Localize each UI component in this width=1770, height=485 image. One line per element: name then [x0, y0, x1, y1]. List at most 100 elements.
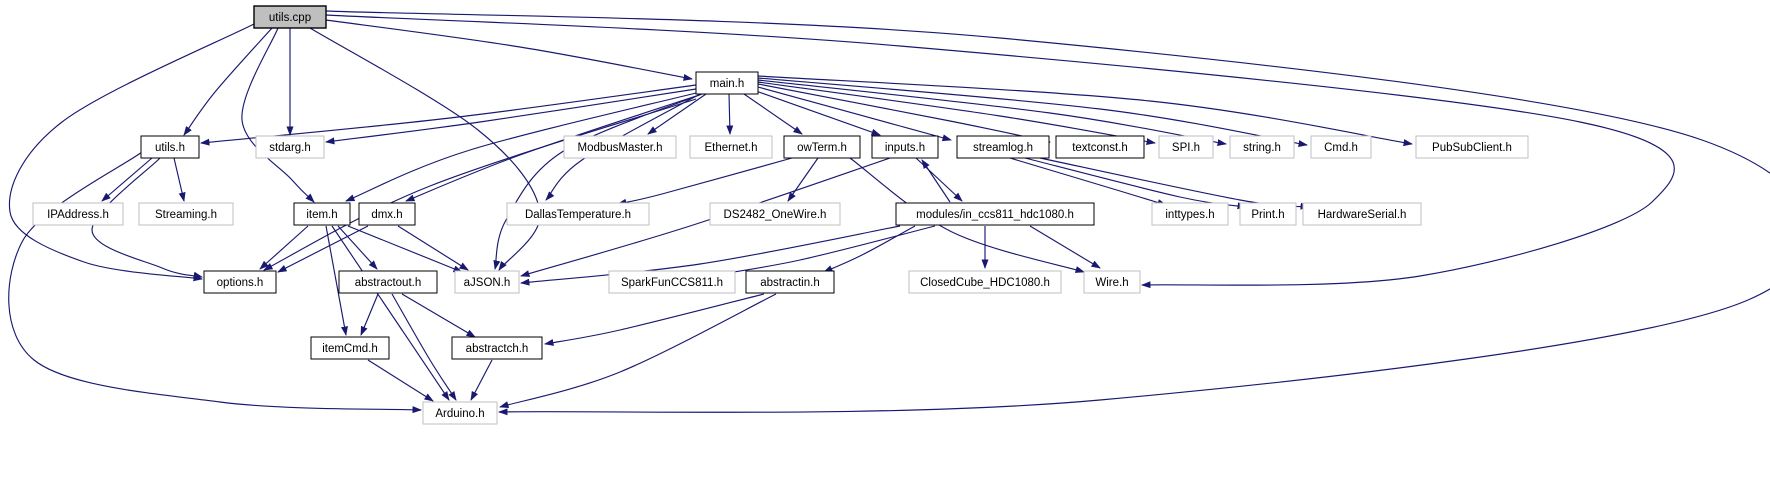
node-label-sparkfunccs811_h: SparkFunCCS811.h: [621, 277, 723, 289]
node-box-arduino_h[interactable]: [422, 401, 498, 425]
edge-modules_ccs811_h-to-inputs_h: [921, 159, 951, 203]
edge-main_h-to-string_h: [757, 79, 1227, 146]
node-abstractin_h[interactable]: abstractin.h: [745, 270, 835, 294]
node-sparkfunccs811_h[interactable]: SparkFunCCS811.h: [608, 270, 736, 294]
edge-utils_h-to-options_h: [91, 157, 203, 279]
node-label-ipaddress_h: IPAddress.h: [47, 209, 109, 221]
node-box-abstractch_h[interactable]: [451, 336, 543, 360]
node-closedcube_h[interactable]: ClosedCube_HDC1080.h: [908, 270, 1062, 294]
node-box-closedcube_h[interactable]: [908, 270, 1062, 294]
edge-utils_cpp-to-wire_h: [325, 14, 1675, 289]
node-label-abstractout_h: abstractout.h: [355, 277, 421, 289]
node-box-inputs_h[interactable]: [871, 135, 939, 159]
node-box-wire_h[interactable]: [1083, 270, 1141, 294]
edge-utils_h-to-streaming_h: [173, 157, 186, 202]
edge-owterm_h-to-dallastemp_h: [617, 157, 793, 206]
node-box-itemcmd_h[interactable]: [310, 336, 390, 360]
node-box-abstractout_h[interactable]: [338, 270, 438, 294]
node-textconst_h[interactable]: textconst.h: [1055, 135, 1145, 159]
node-dmx_h[interactable]: dmx.h: [358, 202, 416, 226]
node-owterm_h[interactable]: owTerm.h: [783, 135, 861, 159]
node-label-cmd_h: Cmd.h: [1324, 142, 1358, 154]
node-inputs_h[interactable]: inputs.h: [871, 135, 939, 159]
node-box-options_h[interactable]: [203, 270, 277, 294]
edge-utils_cpp-to-ajson_h: [309, 27, 541, 271]
node-options_h[interactable]: options.h: [203, 270, 277, 294]
edge-main_h-to-ajson_h: [493, 93, 703, 270]
node-utils_cpp[interactable]: utils.cpp: [253, 5, 327, 29]
node-modules_ccs811_h[interactable]: modules/in_ccs811_hdc1080.h: [895, 202, 1095, 226]
edge-itemcmd_h-to-arduino_h: [367, 359, 434, 402]
node-label-hardwareserial_h: HardwareSerial.h: [1318, 209, 1407, 221]
edge-abstractch_h-to-arduino_h: [470, 359, 493, 401]
edge-inputs_h-to-ajson_h: [520, 157, 891, 277]
node-pubsubclient_h[interactable]: PubSubClient.h: [1415, 135, 1529, 159]
node-main_h[interactable]: main.h: [695, 71, 759, 95]
node-box-main_h[interactable]: [695, 71, 759, 95]
node-box-utils_h[interactable]: [140, 135, 200, 159]
node-box-modules_ccs811_h[interactable]: [895, 202, 1095, 226]
node-box-owterm_h[interactable]: [783, 135, 861, 159]
node-box-ipaddress_h[interactable]: [32, 202, 124, 226]
node-box-print_h[interactable]: [1239, 202, 1297, 226]
node-box-ajson_h[interactable]: [454, 270, 520, 294]
node-label-inputs_h: inputs.h: [885, 142, 925, 154]
node-box-dallastemp_h[interactable]: [506, 202, 650, 226]
node-box-spi_h[interactable]: [1158, 135, 1214, 159]
node-itemcmd_h[interactable]: itemCmd.h: [310, 336, 390, 360]
node-print_h[interactable]: Print.h: [1239, 202, 1297, 226]
node-box-modbusmaster_h[interactable]: [563, 135, 677, 159]
node-label-spi_h: SPI.h: [1172, 142, 1200, 154]
node-cmd_h[interactable]: Cmd.h: [1310, 135, 1372, 159]
node-dallastemp_h[interactable]: DallasTemperature.h: [506, 202, 650, 226]
edge-item_h-to-abstractout_h: [337, 225, 378, 270]
edge-modules_ccs811_h-to-abstractin_h: [823, 225, 916, 273]
node-ds2482_h[interactable]: DS2482_OneWire.h: [709, 202, 841, 226]
edge-main_h-to-pubsubclient_h: [757, 75, 1413, 147]
node-box-item_h[interactable]: [293, 202, 351, 226]
node-spi_h[interactable]: SPI.h: [1158, 135, 1214, 159]
edge-main_h-to-cmd_h: [757, 77, 1308, 147]
node-inttypes_h[interactable]: inttypes.h: [1151, 202, 1229, 226]
node-box-cmd_h[interactable]: [1310, 135, 1372, 159]
node-box-hardwareserial_h[interactable]: [1302, 202, 1422, 226]
edge-main_h-to-owterm_h: [743, 93, 803, 135]
node-box-stdarg_h[interactable]: [255, 135, 325, 159]
node-box-utils_cpp[interactable]: [253, 5, 327, 29]
node-label-ajson_h: aJSON.h: [464, 277, 511, 289]
node-utils_h[interactable]: utils.h: [140, 135, 200, 159]
node-item_h[interactable]: item.h: [293, 202, 351, 226]
edge-utils_cpp-to-utils_h: [183, 27, 273, 136]
node-box-dmx_h[interactable]: [358, 202, 416, 226]
node-box-streaming_h[interactable]: [138, 202, 234, 226]
node-box-textconst_h[interactable]: [1055, 135, 1145, 159]
node-box-ds2482_h[interactable]: [709, 202, 841, 226]
node-box-abstractin_h[interactable]: [745, 270, 835, 294]
node-wire_h[interactable]: Wire.h: [1083, 270, 1141, 294]
node-ajson_h[interactable]: aJSON.h: [454, 270, 520, 294]
node-abstractout_h[interactable]: abstractout.h: [338, 270, 438, 294]
node-label-string_h: string.h: [1243, 142, 1281, 154]
node-abstractch_h[interactable]: abstractch.h: [451, 336, 543, 360]
edge-item_h-to-itemcmd_h: [325, 225, 348, 336]
node-box-string_h[interactable]: [1229, 135, 1295, 159]
node-streamlog_h[interactable]: streamlog.h: [956, 135, 1050, 159]
node-stdarg_h[interactable]: stdarg.h: [255, 135, 325, 159]
node-box-ethernet_h[interactable]: [689, 135, 773, 159]
node-ipaddress_h[interactable]: IPAddress.h: [32, 202, 124, 226]
edge-item_h-to-ajson_h: [347, 225, 463, 273]
node-box-streamlog_h[interactable]: [956, 135, 1050, 159]
node-box-inttypes_h[interactable]: [1151, 202, 1229, 226]
node-modbusmaster_h[interactable]: ModbusMaster.h: [563, 135, 677, 159]
node-label-modules_ccs811_h: modules/in_ccs811_hdc1080.h: [916, 209, 1074, 221]
edge-dmx_h-to-options_h: [277, 225, 369, 273]
edge-item_h-to-options_h: [259, 225, 309, 270]
node-string_h[interactable]: string.h: [1229, 135, 1295, 159]
node-ethernet_h[interactable]: Ethernet.h: [689, 135, 773, 159]
node-label-inttypes_h: inttypes.h: [1165, 209, 1214, 221]
node-box-pubsubclient_h[interactable]: [1415, 135, 1529, 159]
node-streaming_h[interactable]: Streaming.h: [138, 202, 234, 226]
node-arduino_h[interactable]: Arduino.h: [422, 401, 498, 425]
node-box-sparkfunccs811_h[interactable]: [608, 270, 736, 294]
node-hardwareserial_h[interactable]: HardwareSerial.h: [1302, 202, 1422, 226]
